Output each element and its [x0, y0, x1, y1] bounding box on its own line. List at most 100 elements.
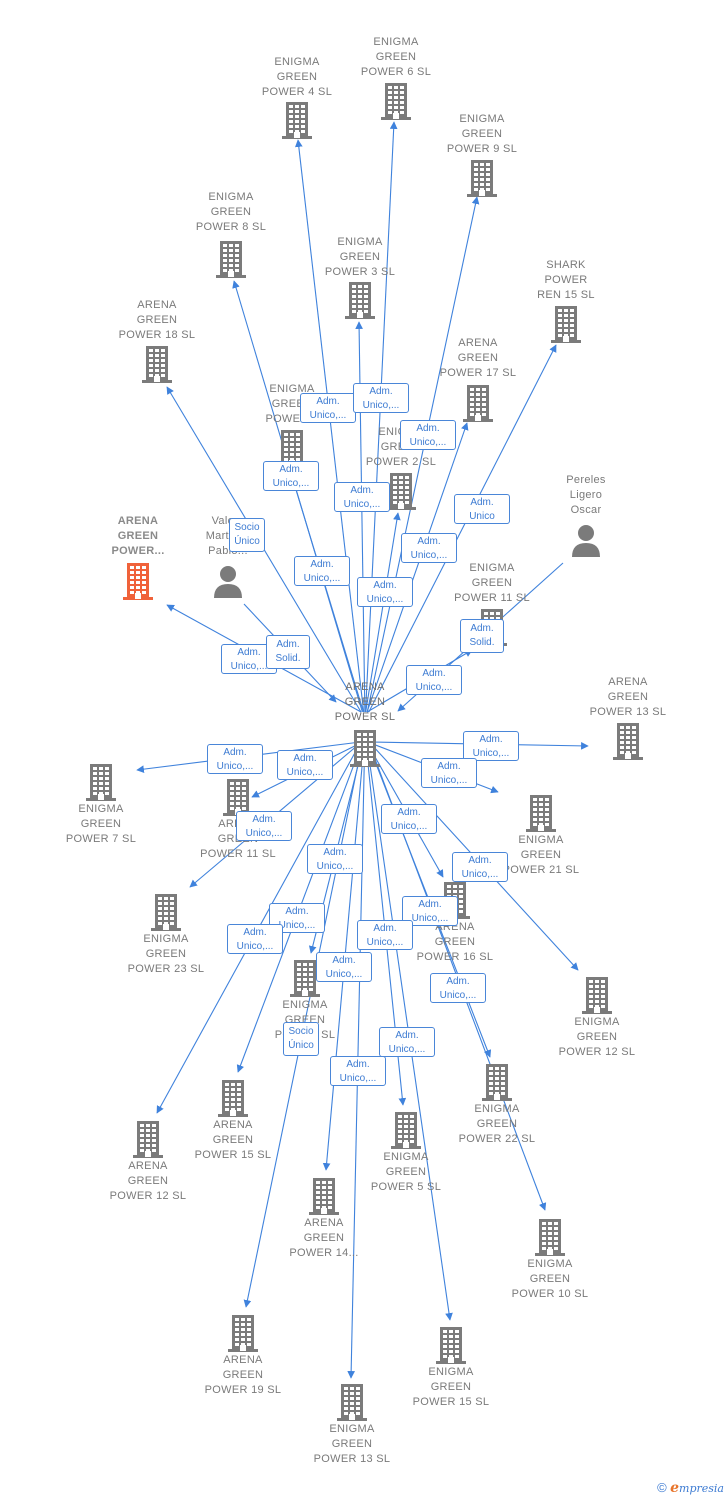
company-node[interactable]: ENIGMA GREEN POWER 13 SL	[297, 1382, 407, 1467]
node-label: ENIGMA GREEN POWER 9 SL	[446, 113, 518, 155]
company-node[interactable]: ENIGMA GREEN POWER 10 SL	[495, 1217, 605, 1302]
company-node[interactable]: ENIGMA GREEN POWER 5 SL	[351, 1110, 461, 1195]
company-node[interactable]: ARENA GREEN POWER 12 SL	[93, 1119, 203, 1204]
company-node[interactable]: ENIGMA GREEN POWER 15 SL	[396, 1325, 506, 1410]
building-icon	[188, 1313, 298, 1353]
building-icon	[250, 958, 360, 998]
relation-badge[interactable]: Adm. Unico,...	[421, 758, 477, 788]
building-icon	[486, 793, 596, 833]
node-label: ENIGMA GREEN POWER 21 SL	[502, 834, 580, 876]
building-icon	[242, 100, 352, 140]
relation-badge[interactable]: Adm. Unico,...	[400, 420, 456, 450]
node-label: ARENA GREEN POWER 13 SL	[589, 676, 667, 718]
person-node[interactable]: Valero Martinez Pablo...	[173, 514, 283, 602]
node-label: ENIGMA GREEN POWER 12 SL	[558, 1016, 636, 1058]
building-icon	[442, 1062, 552, 1102]
company-node[interactable]: ENIGMA GREEN POWER 6 SL	[341, 35, 451, 121]
node-label: ARENA GREEN POWER 19 SL	[204, 1354, 282, 1396]
relation-badge[interactable]: Adm. Solid.	[266, 635, 310, 669]
relation-badge[interactable]: Adm. Unico,...	[452, 852, 508, 882]
relation-badge[interactable]: Adm. Unico,...	[330, 1056, 386, 1086]
person-node[interactable]: Pereles Ligero Oscar	[531, 473, 641, 561]
company-node[interactable]: ARENA GREEN POWER 13 SL	[573, 675, 683, 761]
company-node[interactable]: ENIGMA GREEN POWER 3 SL	[305, 235, 415, 320]
node-label: ENIGMA GREEN POWER 8 SL	[195, 191, 267, 233]
node-label: ENIGMA GREEN POWER 23 SL	[127, 933, 205, 975]
building-icon	[46, 762, 156, 802]
company-node[interactable]: ARENA GREEN POWER 18 SL	[102, 298, 212, 384]
relation-badge[interactable]: Adm. Unico,...	[263, 461, 319, 491]
company-node[interactable]: ENIGMA GREEN POWER 22 SL	[442, 1062, 552, 1147]
relation-badge[interactable]: Adm. Unico	[454, 494, 510, 524]
building-icon	[176, 239, 286, 279]
company-node[interactable]: ENIGMA GREEN POWER 9 SL	[427, 112, 537, 198]
relation-badge[interactable]: Adm. Unico,...	[236, 811, 292, 841]
building-icon	[573, 721, 683, 761]
node-label: SHARK POWER REN 15 SL	[537, 259, 595, 301]
node-label: ENIGMA GREEN POWER 15 SL	[412, 1366, 490, 1408]
company-node[interactable]: ENIGMA GREEN POWER 4 SL	[242, 55, 352, 140]
relation-badge[interactable]: Adm. Solid.	[460, 619, 504, 653]
building-icon	[297, 1382, 407, 1422]
building-icon	[423, 383, 533, 423]
relation-badge[interactable]: Adm. Unico,...	[307, 844, 363, 874]
copyright-symbol: ©	[657, 1480, 667, 1495]
node-label: ENIGMA GREEN POWER 3 SL	[324, 236, 396, 278]
company-node[interactable]: ARENA GREEN POWER 15 SL	[178, 1078, 288, 1163]
company-node[interactable]: ENIGMA GREEN POWER 12 SL	[542, 975, 652, 1060]
relation-badge[interactable]: Adm. Unico,...	[316, 952, 372, 982]
edge-c-to-n_shark	[368, 344, 557, 713]
building-icon	[351, 1110, 461, 1150]
company-node[interactable]: ENIGMA GREEN POWER 21 SL	[486, 793, 596, 878]
building-icon	[178, 1078, 288, 1118]
company-node[interactable]: ARENA GREEN POWER 17 SL	[423, 336, 533, 423]
relation-badge[interactable]: Adm. Unico,...	[334, 482, 390, 512]
edge-c-to-n_ep6	[365, 121, 398, 713]
building-icon	[305, 280, 415, 320]
relation-badge[interactable]: Adm. Unico,...	[227, 924, 283, 954]
node-label: Valero Martinez Pablo...	[205, 515, 251, 557]
building-icon	[83, 561, 193, 601]
edge-c-to-n_ep9	[366, 196, 480, 713]
relation-badge[interactable]: Socio Único	[283, 1022, 319, 1056]
company-node[interactable]: ARENA GREEN POWER 14...	[269, 1176, 379, 1261]
building-icon	[341, 81, 451, 121]
relation-badge[interactable]: Adm. Unico,...	[463, 731, 519, 761]
company-node[interactable]: ENIGMA GREEN POWER 8 SL	[176, 190, 286, 279]
building-icon	[511, 304, 621, 344]
edge-c-to-n_ap20	[288, 469, 365, 713]
relation-badge[interactable]: Adm. Unico,...	[357, 577, 413, 607]
building-icon	[102, 344, 212, 384]
company-node[interactable]: ARENA GREEN POWER...	[83, 514, 193, 601]
relation-badge[interactable]: Adm. Unico,...	[357, 920, 413, 950]
company-node[interactable]: SHARK POWER REN 15 SL	[511, 258, 621, 344]
building-icon	[542, 975, 652, 1015]
building-icon	[396, 1325, 506, 1365]
building-icon	[93, 1119, 203, 1159]
node-label: ARENA GREEN POWER SL	[334, 681, 396, 723]
node-label: ARENA GREEN POWER 14...	[289, 1217, 359, 1259]
node-label: ARENA GREEN POWER 17 SL	[439, 337, 517, 379]
company-node[interactable]: ARENA GREEN POWER 19 SL	[188, 1313, 298, 1398]
relation-badge[interactable]: Adm. Unico,...	[207, 744, 263, 774]
relation-badge[interactable]: Adm. Unico,...	[294, 556, 350, 586]
center-company-node[interactable]: ARENA GREEN POWER SL	[310, 680, 420, 768]
relation-badge[interactable]: Adm. Unico,...	[300, 393, 356, 423]
relation-badge[interactable]: Adm. Unico,...	[401, 533, 457, 563]
node-label: ENIGMA GREEN POWER 22 SL	[458, 1103, 536, 1145]
relation-badge[interactable]: Adm. Unico,...	[430, 973, 486, 1003]
relation-badge[interactable]: Adm. Unico,...	[277, 750, 333, 780]
relation-badge[interactable]: Socio Único	[229, 518, 265, 552]
building-icon	[111, 892, 221, 932]
relation-badge[interactable]: Adm. Unico,...	[406, 665, 462, 695]
node-label: ARENA GREEN POWER 16 SL	[416, 921, 494, 963]
relation-badge[interactable]: Adm. Unico,...	[353, 383, 409, 413]
node-label: ARENA GREEN POWER...	[111, 515, 165, 557]
company-node[interactable]: ENIGMA GREEN POWER 7 SL	[46, 762, 156, 847]
node-label: ENIGMA GREEN POWER 6 SL	[360, 36, 432, 78]
company-node[interactable]: ENIGMA GREEN POWER 23 SL	[111, 892, 221, 977]
edge-c-to-n_ep2	[365, 512, 401, 713]
building-icon	[427, 158, 537, 198]
relation-badge[interactable]: Adm. Unico,...	[379, 1027, 435, 1057]
relation-badge[interactable]: Adm. Unico,...	[381, 804, 437, 834]
